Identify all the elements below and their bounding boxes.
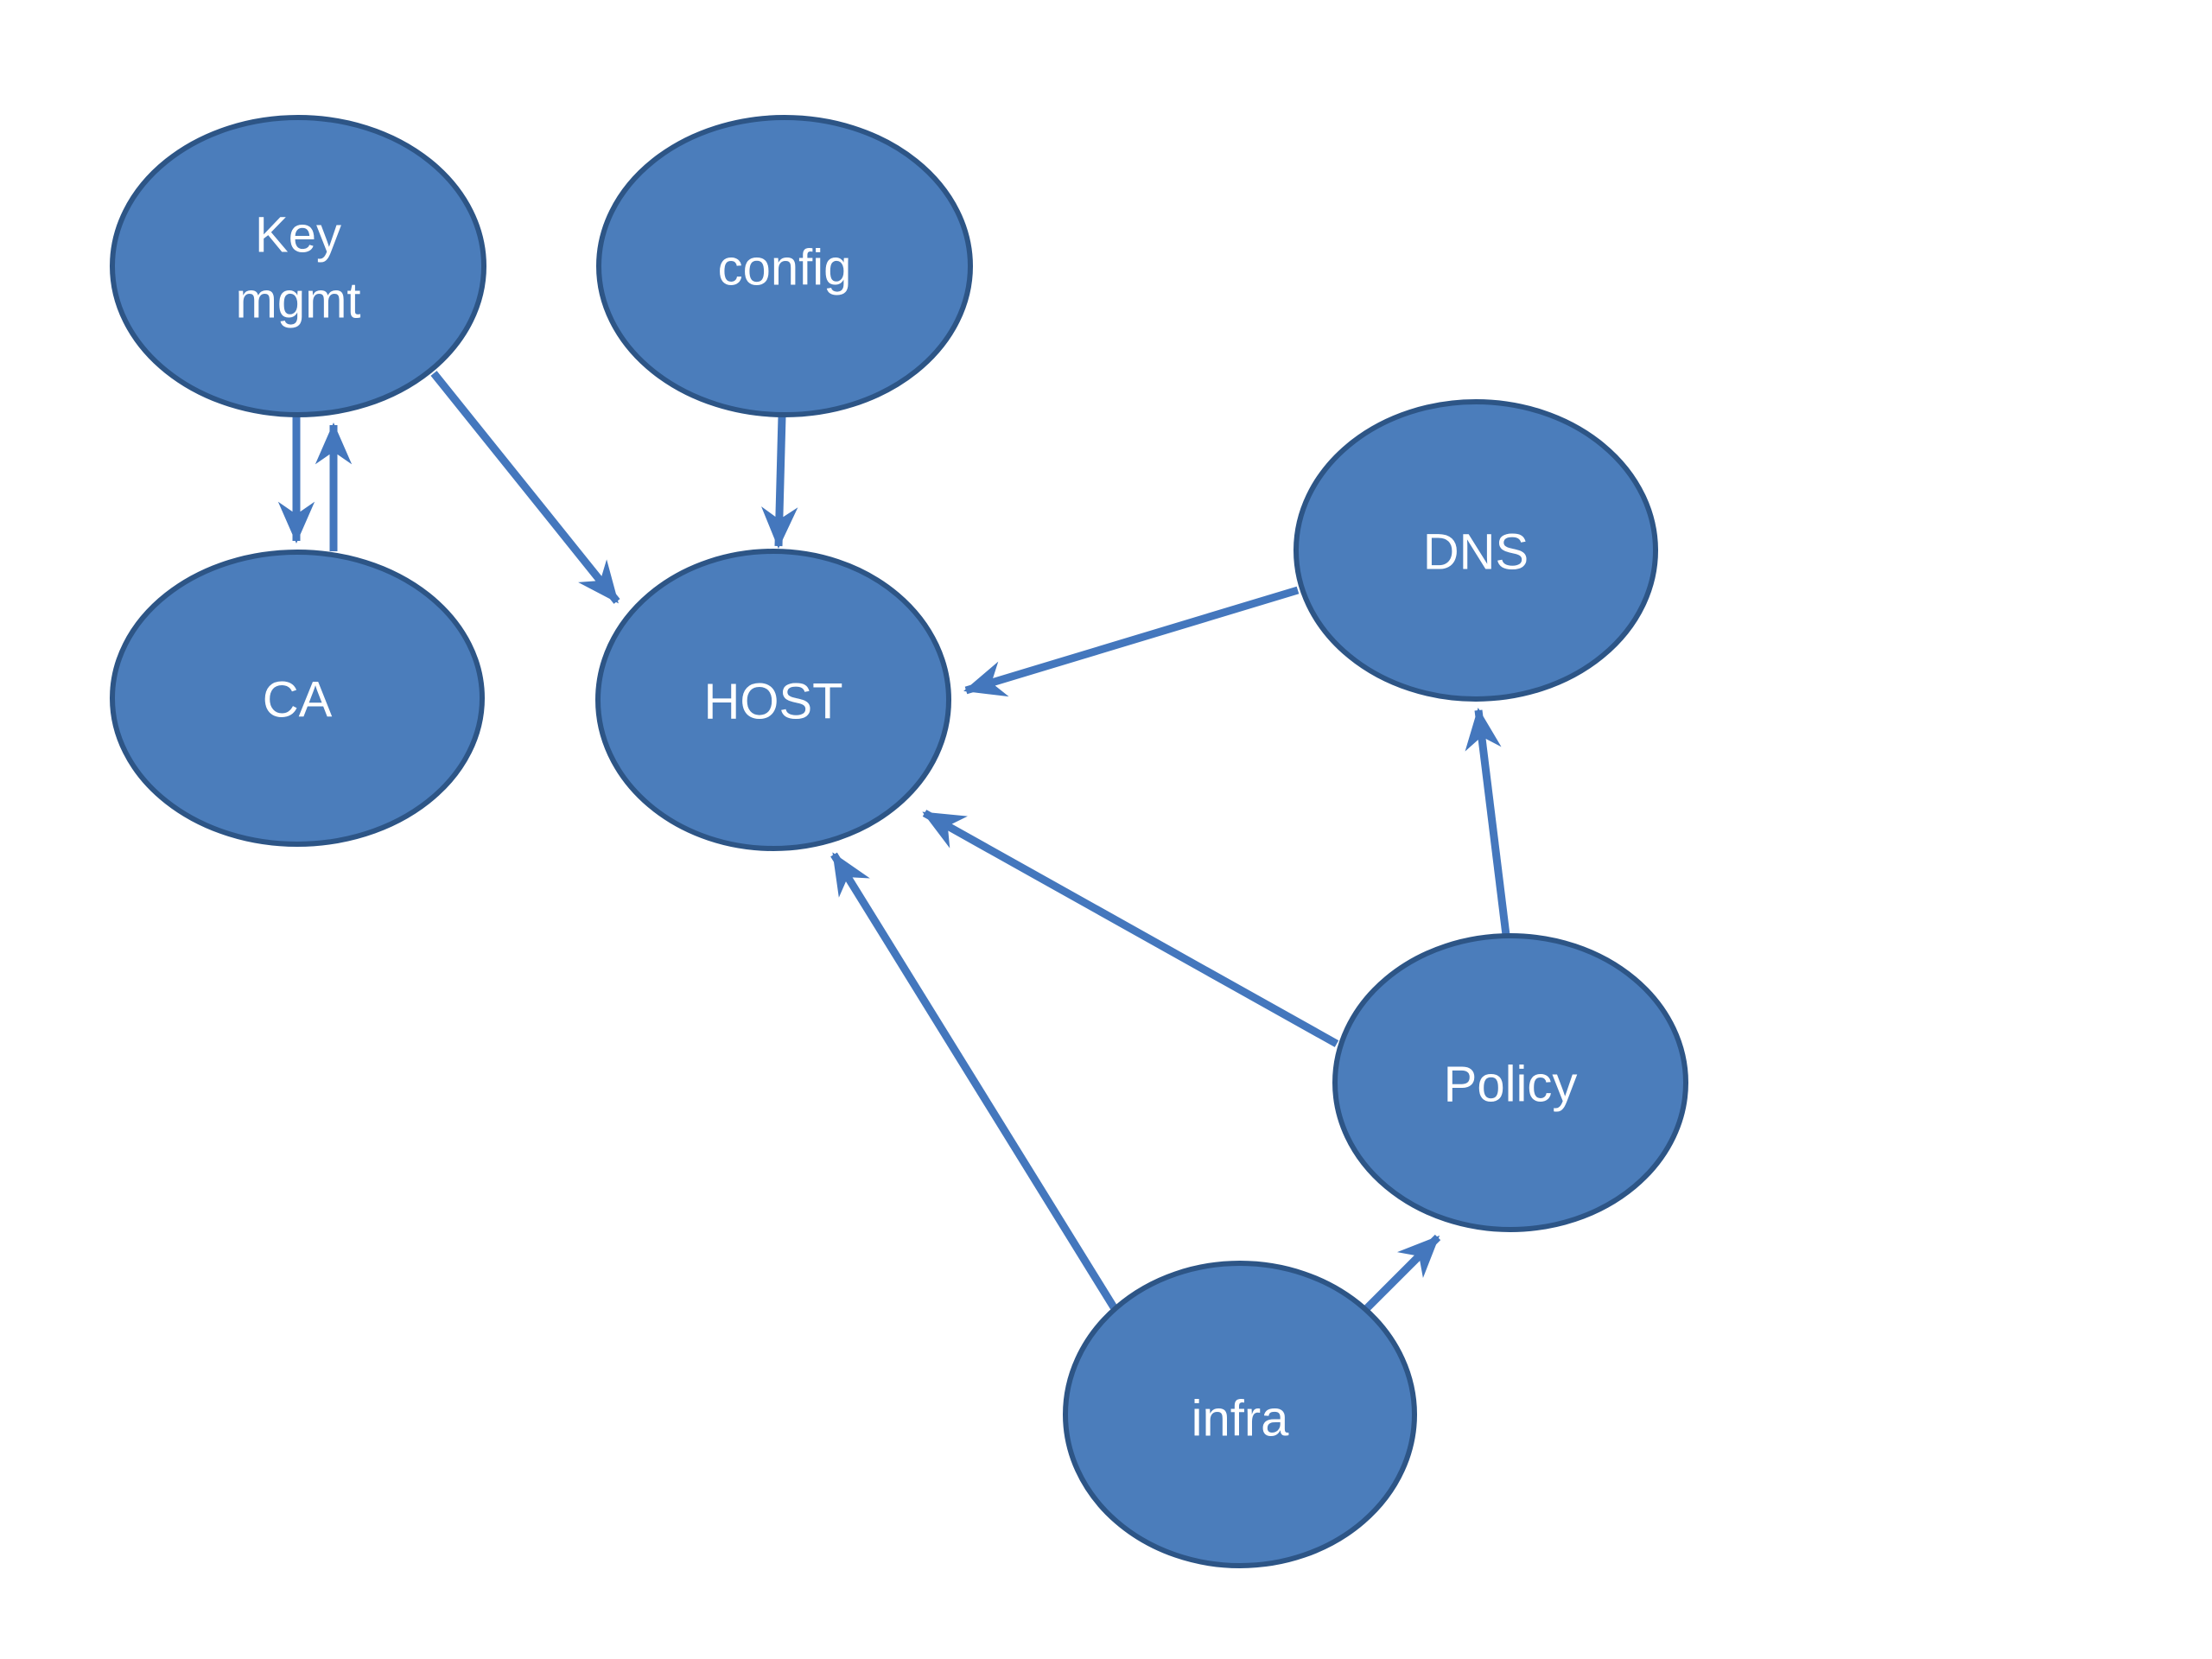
node-label-infra: infra (1192, 1391, 1290, 1447)
arrow-policy-to-dns (1465, 707, 1510, 936)
node-label-dns: DNS (1423, 524, 1529, 581)
node-ca: CA (110, 550, 485, 847)
node-config: config (596, 115, 973, 417)
node-label-keymgmt-line1: Key (255, 207, 341, 264)
node-ellipse-config (596, 115, 973, 417)
arrow-infra-to-policy (1362, 1234, 1441, 1313)
node-ellipse-host (595, 549, 951, 851)
node-label-host: HOST (703, 674, 842, 730)
node-label-policy: Policy (1444, 1057, 1578, 1113)
node-host: HOST (595, 549, 951, 851)
arrow-policy-to-host (922, 810, 1339, 1047)
node-label-config: config (718, 240, 852, 296)
node-ellipse-infra (1063, 1261, 1417, 1568)
node-label-keymgmt-line2: mgmt (236, 273, 361, 329)
edges (277, 371, 1510, 1313)
arrow-infra-to-host (830, 852, 1117, 1310)
node-label-ca: CA (263, 672, 333, 728)
node-keymgmt: Key mgmt (110, 115, 486, 417)
node-dns: DNS (1294, 399, 1658, 702)
node-ellipse-ca (110, 550, 485, 847)
arrow-keymgmt-to-host (430, 371, 620, 604)
node-ellipse-dns (1294, 399, 1658, 702)
node-ellipse-keymgmt (110, 115, 486, 417)
node-ellipse-policy (1332, 933, 1688, 1232)
arrow-config-to-host (761, 416, 798, 550)
node-policy: Policy (1332, 933, 1688, 1232)
arrow-dns-to-host (963, 586, 1300, 697)
node-infra: infra (1063, 1261, 1417, 1568)
